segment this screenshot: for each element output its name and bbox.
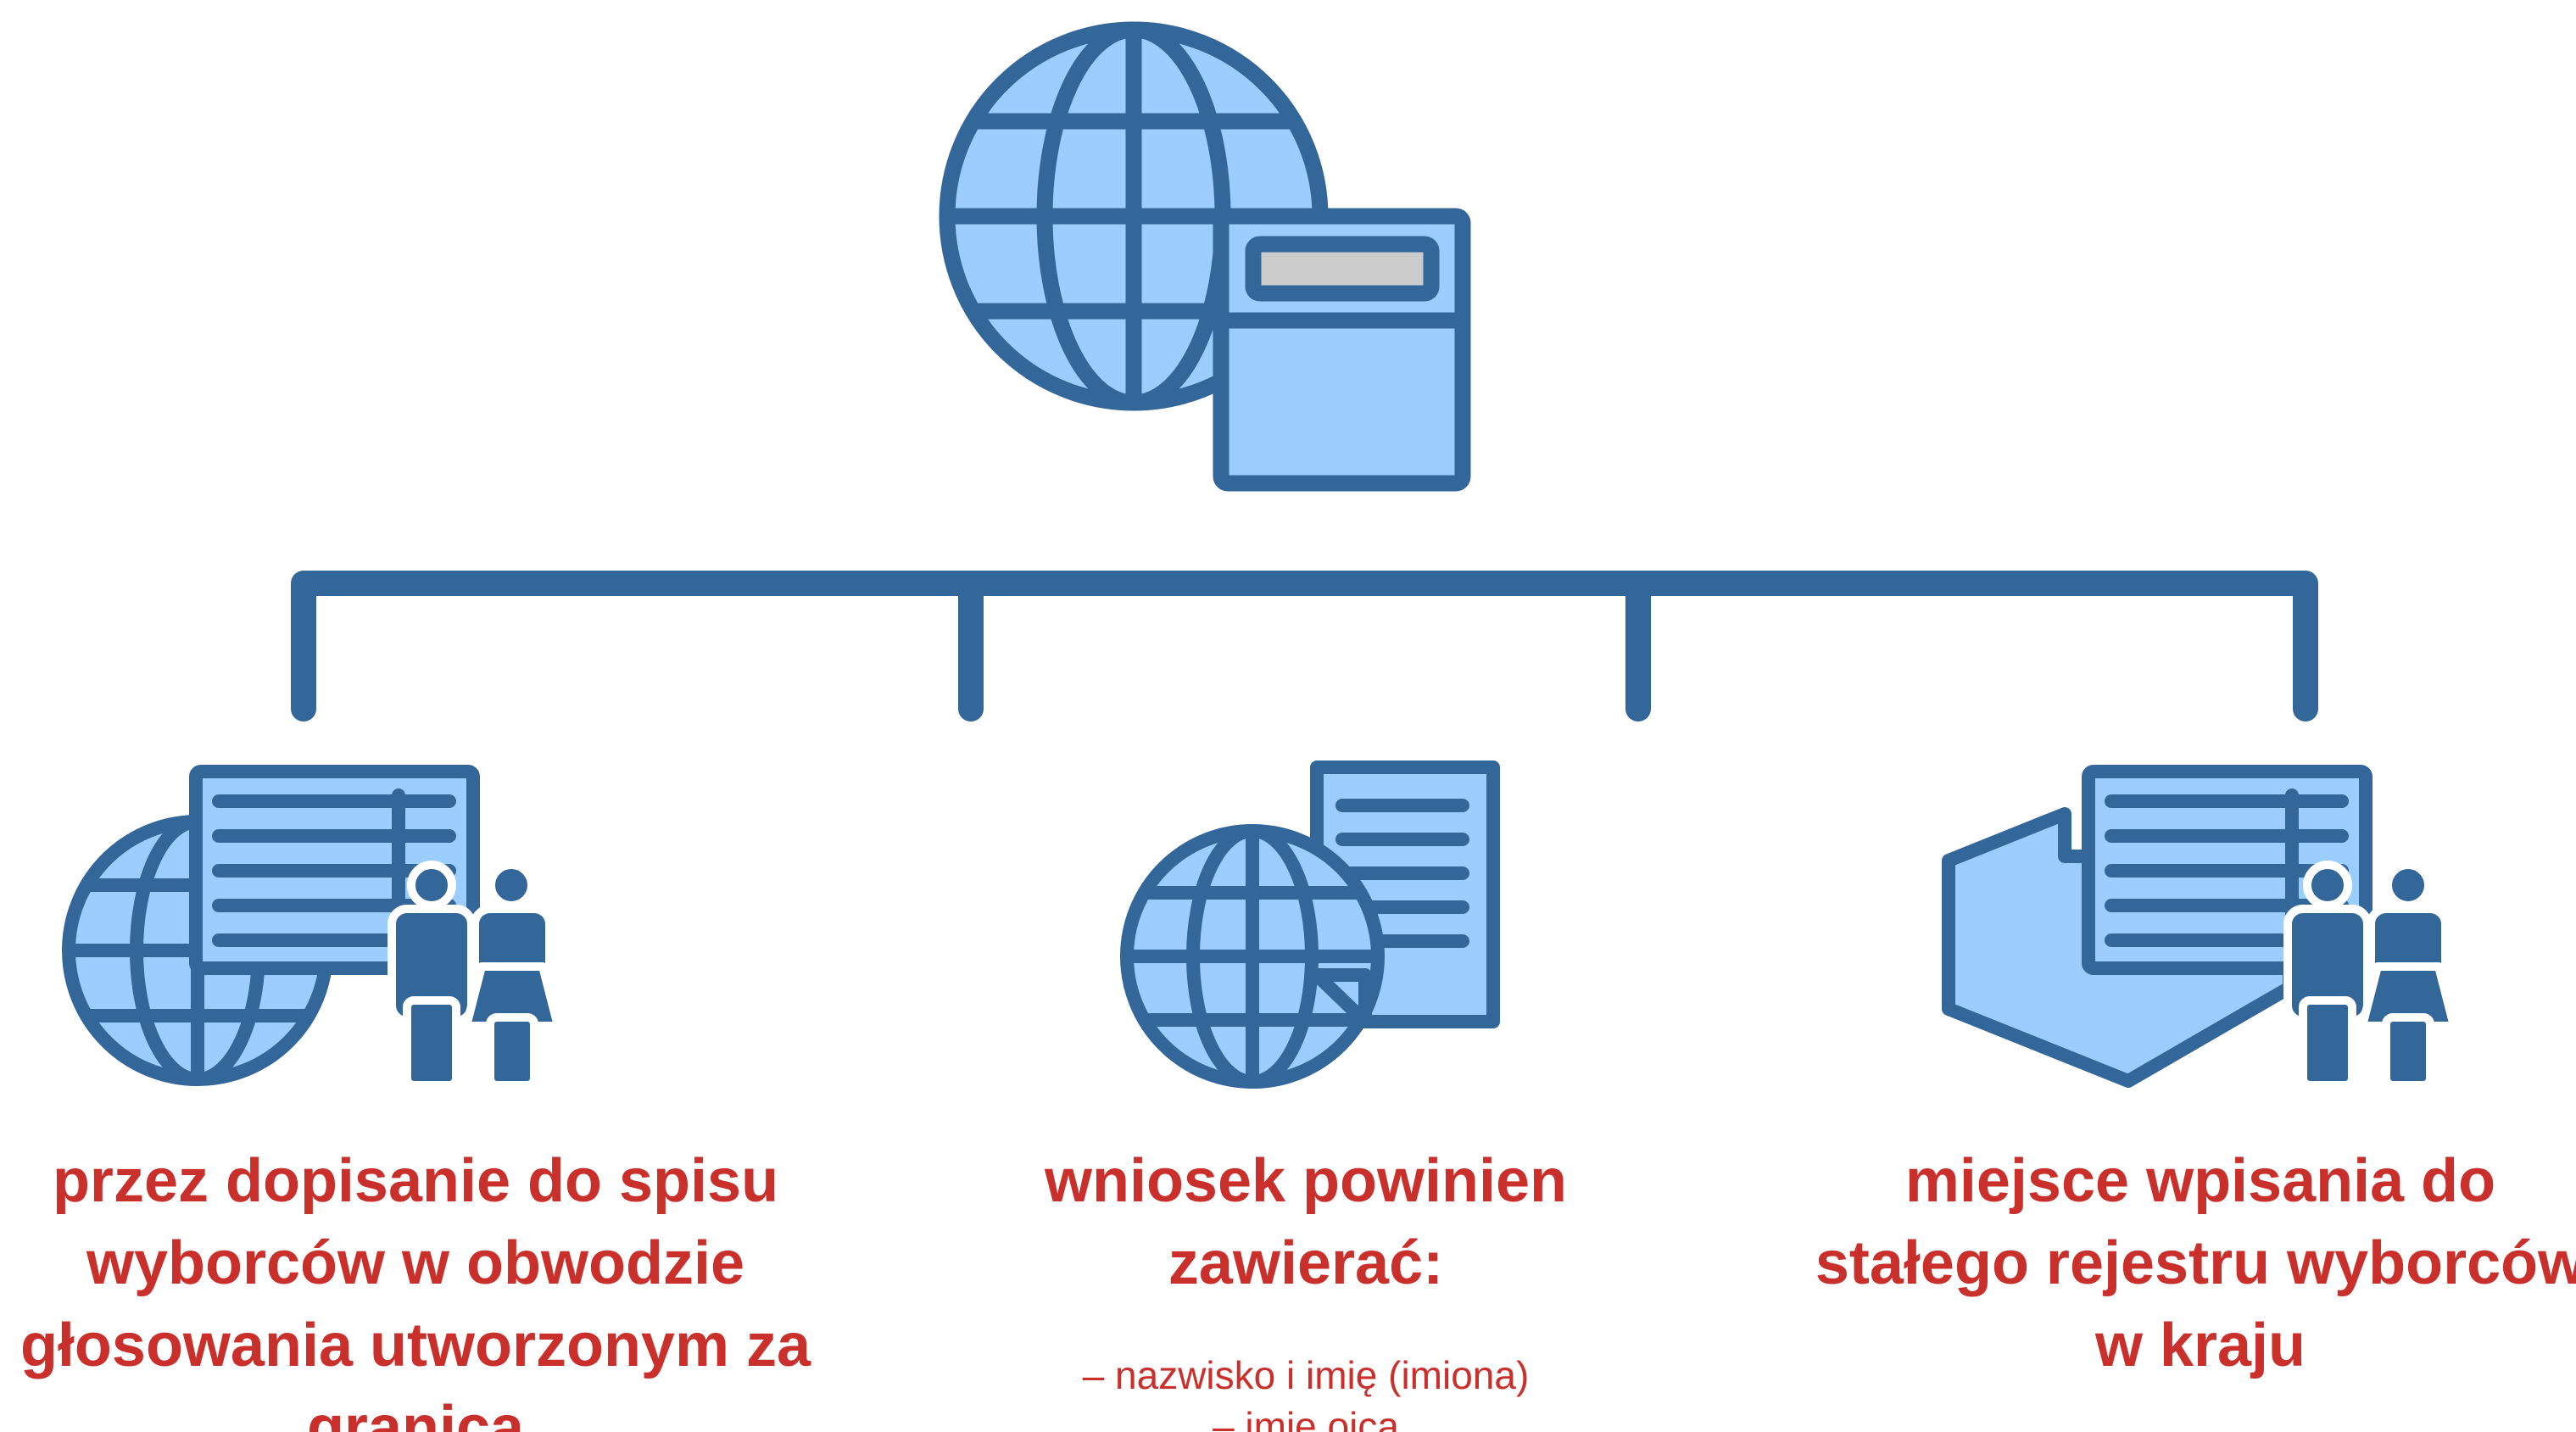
branch-caption-application-contents: wniosek powinien zawierać:	[1044, 1147, 1568, 1297]
globe-document-people-icon	[62, 765, 562, 1089]
branch-caption-abroad-list: przez dopisanie do spisu wyborców w obwo…	[20, 1147, 811, 1432]
globe-document-icon	[1120, 761, 1500, 1089]
globe-with-form-icon	[939, 21, 1471, 492]
document-corner	[1310, 968, 1372, 1028]
man-icon	[2283, 861, 2372, 1089]
country-document-people-icon	[1942, 765, 2458, 1089]
woman-icon	[2358, 861, 2458, 1089]
woman-icon	[462, 861, 562, 1089]
form-window-icon	[1213, 208, 1471, 492]
list-item: – nazwisko i imię (imiona)	[1082, 1353, 1530, 1397]
connector-bracket	[291, 571, 2318, 722]
list-item: – imię ojca	[1213, 1404, 1399, 1432]
globe-icon	[1120, 824, 1385, 1089]
application-contents-list: – nazwisko i imię (imiona) – imię ojca	[984, 1350, 1628, 1432]
